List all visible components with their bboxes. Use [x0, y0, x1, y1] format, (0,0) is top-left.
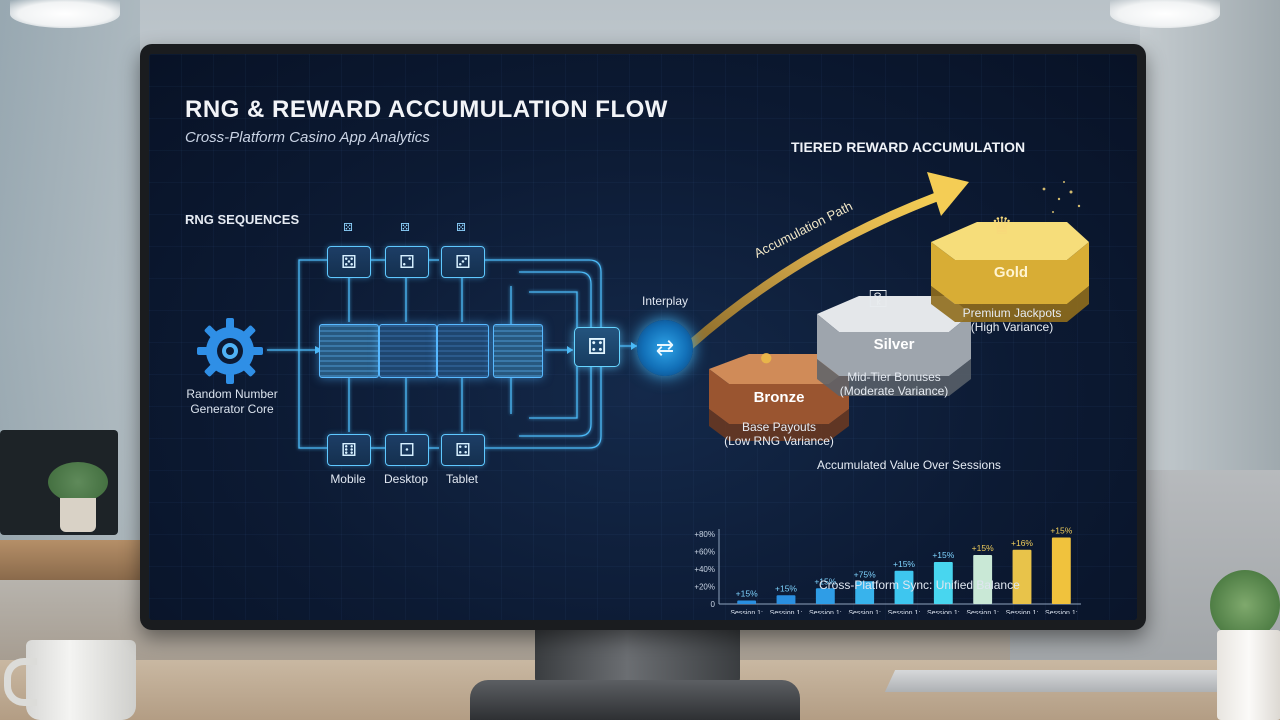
platform-node-tablet[interactable]: ⚃ [441, 434, 485, 466]
chart-category-label: Session 1: [730, 610, 763, 614]
ceiling-light [10, 0, 120, 28]
chart-bar [1012, 549, 1032, 604]
chart-bar [894, 570, 914, 604]
chart-y-tick-label: +40% [694, 565, 715, 574]
rng-node-top-2[interactable]: ⚁ [385, 246, 429, 278]
tier-bronze-label: Bronze [753, 389, 805, 406]
tier-silver-desc: Mid-Tier Bonuses(Moderate Variance) [839, 370, 949, 398]
chart-data-label: +15% [775, 583, 797, 593]
succulent-plant [1205, 570, 1280, 720]
rng-sequence-panel[interactable] [319, 324, 379, 378]
rng-output-node[interactable]: ⚃ [574, 327, 620, 367]
chart-bar [776, 595, 796, 604]
chart-y-tick-label: +20% [694, 583, 715, 592]
dice-icon: ⚄ [400, 222, 410, 234]
tier-gold-desc: Premium Jackpots(High Variance) [962, 306, 1062, 334]
chart-y-tick-label: +80% [694, 530, 715, 539]
chart-data-label: +15% [814, 576, 836, 586]
flow-diagram [267, 172, 1089, 449]
rng-sequence-panel[interactable] [493, 324, 543, 378]
rng-core-label: Random Number Generator Core [186, 387, 278, 416]
rng-sequence-panel[interactable] [379, 324, 437, 378]
dice-icon: ⚅ [341, 440, 357, 460]
background-plant [48, 462, 108, 532]
gold-block [931, 222, 1089, 322]
key-icon: ⚿ [869, 286, 888, 313]
chart-bar [973, 555, 993, 604]
dice-icon: ⚁ [399, 252, 415, 272]
dice-icon: ⚄ [341, 252, 357, 272]
chart-category-label: Session 1: [927, 610, 960, 614]
chart-category-label: Session 1: [888, 610, 921, 614]
monitor: RNG & REWARD ACCUMULATION FLOW Cross-Pla… [140, 44, 1146, 630]
rng-node-top-3[interactable]: ⚂ [441, 246, 485, 278]
chart-data-label: +16% [1011, 538, 1033, 548]
dice-icon: ⚃ [587, 334, 607, 359]
page-title: RNG & REWARD ACCUMULATION FLOW [185, 96, 668, 123]
interplay-hub[interactable]: ⇄ [637, 320, 693, 376]
chart-y-tick-label: 0 [711, 600, 716, 609]
monitor-stand-base [470, 680, 800, 720]
dice-icon: ⚀ [399, 440, 415, 460]
connector-lines [267, 259, 637, 449]
chart-category-label: Session 1: [770, 610, 803, 614]
dice-icon: ⚄ [343, 222, 353, 234]
chart-bar [737, 600, 757, 604]
monitor-screen: RNG & REWARD ACCUMULATION FLOW Cross-Pla… [149, 54, 1137, 620]
chart-bar [1051, 537, 1071, 604]
platform-label-desktop: Desktop [383, 472, 429, 486]
gold-sparkles [1042, 181, 1081, 213]
monitor-stand [535, 626, 740, 686]
coffee-mug [4, 640, 136, 720]
bronze-block [709, 354, 849, 441]
chart-data-label: +15% [893, 559, 915, 569]
exchange-arrows-icon: ⇄ [655, 335, 675, 360]
chart-bar [815, 588, 835, 604]
platform-node-mobile[interactable]: ⚅ [327, 434, 371, 466]
dice-icon: ⚂ [455, 252, 471, 272]
platform-label-mobile: Mobile [330, 472, 366, 486]
chart-category-label: Session 1: [809, 610, 842, 614]
chart-data-label: +15% [972, 543, 994, 553]
accumulated-value-chart: 0 +20% +40% +60% +80% +15% Session 1: +15% Sessi… [694, 526, 1081, 614]
rng-section-heading: RNG SEQUENCES [185, 212, 300, 227]
chart-category-label: Session 1: [1006, 610, 1039, 614]
chart-y-tick-label: +60% [694, 548, 715, 557]
accumulation-arrowhead [927, 172, 969, 216]
rng-sequence-panel[interactable] [437, 324, 489, 378]
page-subtitle: Cross-Platform Casino App Analytics [185, 129, 430, 146]
tier-section-heading: TIERED REWARD ACCUMULATION [791, 139, 1026, 155]
dice-icon: ⚄ [456, 222, 466, 234]
chart-category-label: Session 1: [1045, 610, 1078, 614]
chart-category-label: Session 1: [848, 610, 881, 614]
interplay-label: Interplay [641, 294, 689, 308]
chart-bar [855, 581, 875, 604]
tier-silver-label: Silver [873, 336, 915, 353]
chart-data-label: +15% [736, 589, 758, 599]
ceiling-light [1110, 0, 1220, 28]
crown-icon: ♛ [991, 213, 1013, 240]
chart-bar [933, 562, 953, 604]
dice-icon: ⚃ [455, 440, 471, 460]
chart-data-label: +15% [1050, 526, 1072, 536]
platform-node-desktop[interactable]: ⚀ [385, 434, 429, 466]
chart-data-label: +75% [854, 569, 876, 579]
chart-category-label: Session 1: [966, 610, 999, 614]
tier-bronze-desc: Base Payouts(Low RNG Variance) [724, 420, 834, 448]
background-wall [1140, 0, 1280, 560]
gear-icon [197, 318, 263, 384]
chart-xlabel: Cross-Platform Sync: Unified Balance [819, 578, 1020, 592]
chart-data-label: +15% [932, 550, 954, 560]
accumulation-arrow [684, 191, 944, 351]
coins-icon: ● [759, 344, 774, 371]
rng-node-top-1[interactable]: ⚄ [327, 246, 371, 278]
platform-label-tablet: Tablet [445, 472, 479, 486]
tier-gold-label: Gold [993, 264, 1029, 281]
chart-title: Accumulated Value Over Sessions [817, 458, 1001, 472]
background-shelf [0, 540, 140, 580]
